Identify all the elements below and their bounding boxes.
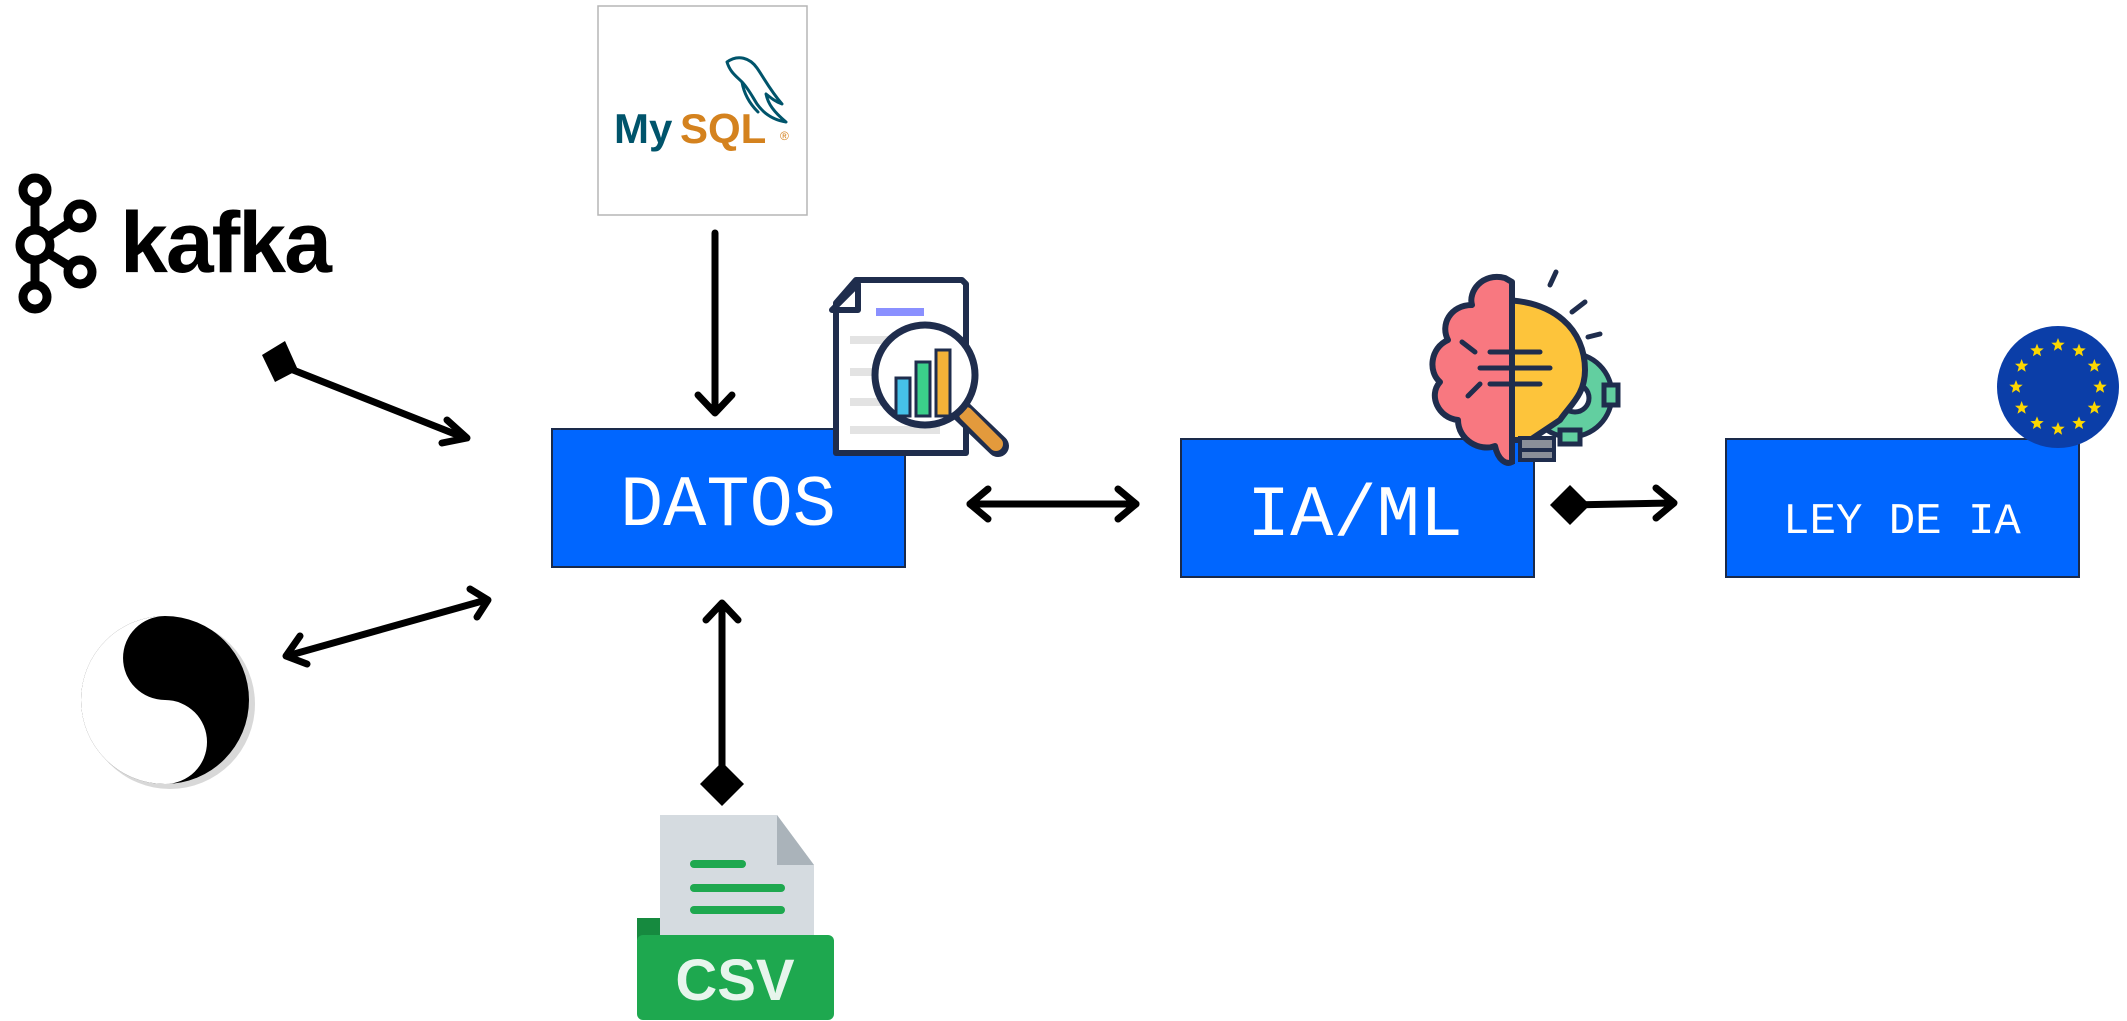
ley-de-ia-node: LEY DE IA xyxy=(1725,438,2080,578)
eu-star xyxy=(2030,416,2044,429)
yin-yang-icon xyxy=(81,616,255,789)
arrows xyxy=(279,229,1678,774)
kafka-arrow-diamond xyxy=(262,341,298,382)
mysql-logo: My SQL ® xyxy=(597,5,808,216)
eu-star xyxy=(2051,338,2065,351)
mysql-my-text: My xyxy=(614,105,673,152)
mysql-sql-text: SQL xyxy=(680,105,766,152)
mysql-registered-mark: ® xyxy=(780,129,789,143)
ley-de-ia-label: LEY DE IA xyxy=(1783,497,2021,547)
eu-flag-icon xyxy=(1997,326,2119,448)
report-analysis-icon xyxy=(829,277,1009,457)
datos-label: DATOS xyxy=(620,465,836,547)
eu-star xyxy=(2072,343,2086,357)
ia-ml-node: IA/ML xyxy=(1180,438,1535,578)
csv-arrow-diamond xyxy=(700,762,744,806)
eu-star xyxy=(2009,380,2023,393)
kafka-text: kafka xyxy=(120,195,333,291)
arrow-datos-iaml xyxy=(966,485,1140,523)
arrow-mysql-to-datos xyxy=(694,229,736,417)
ia-ml-label: IA/ML xyxy=(1247,475,1463,557)
dolphin-icon xyxy=(725,56,788,124)
eu-star xyxy=(2015,401,2029,414)
eu-star xyxy=(2015,359,2029,372)
csv-label: CSV xyxy=(675,948,795,1013)
arrow-kafka-to-datos xyxy=(279,362,471,447)
eu-star xyxy=(2087,401,2101,414)
kafka-icon xyxy=(15,173,97,314)
csv-file-icon: CSV xyxy=(637,815,834,1020)
kafka-logo: kafka xyxy=(15,173,335,314)
eu-star xyxy=(2072,416,2086,429)
iaml-arrow-diamond xyxy=(1550,485,1590,525)
eu-star xyxy=(2051,422,2065,435)
eu-star xyxy=(2030,343,2044,357)
arrow-datos-csv xyxy=(702,599,742,774)
brain-idea-icon xyxy=(1429,269,1621,466)
eu-star xyxy=(2087,359,2101,372)
arrow-diamond-tails xyxy=(262,341,1590,806)
eu-star xyxy=(2093,380,2107,393)
arrow-datos-yinyang xyxy=(282,585,492,668)
